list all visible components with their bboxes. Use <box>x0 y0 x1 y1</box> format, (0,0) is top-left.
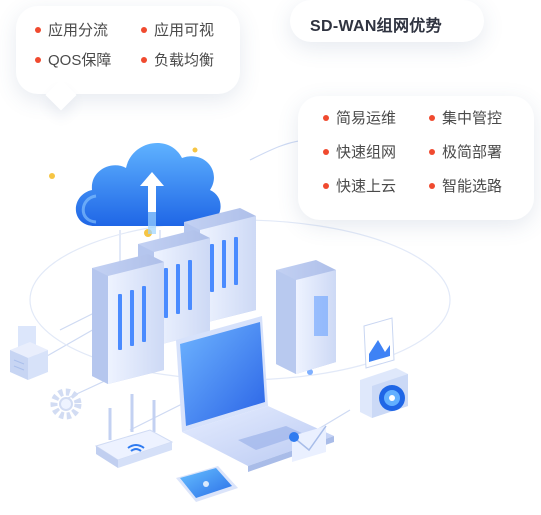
laptop-icon <box>176 316 334 472</box>
feature-item: 快速组网 <box>322 144 397 161</box>
feature-item: 负载均衡 <box>140 52 215 69</box>
feature-item: 极简部署 <box>428 144 503 161</box>
router-icon <box>94 394 174 468</box>
image-icon <box>363 317 395 369</box>
mail-icon <box>289 425 327 462</box>
camera-icon <box>360 368 408 418</box>
feature-item: 集中管控 <box>428 110 503 127</box>
server-icon <box>92 254 164 384</box>
callout-right <box>298 96 534 220</box>
gear-icon <box>50 388 82 420</box>
feature-item: 智能选路 <box>428 178 503 195</box>
server-tower-icon <box>276 260 336 374</box>
feature-item: 简易运维 <box>322 110 397 127</box>
callout-title <box>290 0 484 42</box>
database-icon <box>10 326 48 380</box>
feature-item: QOS保障 <box>34 52 112 69</box>
cloud-icon <box>75 143 221 234</box>
callout-left <box>16 6 240 94</box>
phone-icon <box>176 466 238 502</box>
feature-item: 应用分流 <box>34 22 109 39</box>
feature-item: 应用可视 <box>140 22 215 39</box>
section-title: SD-WAN组网优势 <box>310 18 442 35</box>
feature-item: 快速上云 <box>322 178 397 195</box>
